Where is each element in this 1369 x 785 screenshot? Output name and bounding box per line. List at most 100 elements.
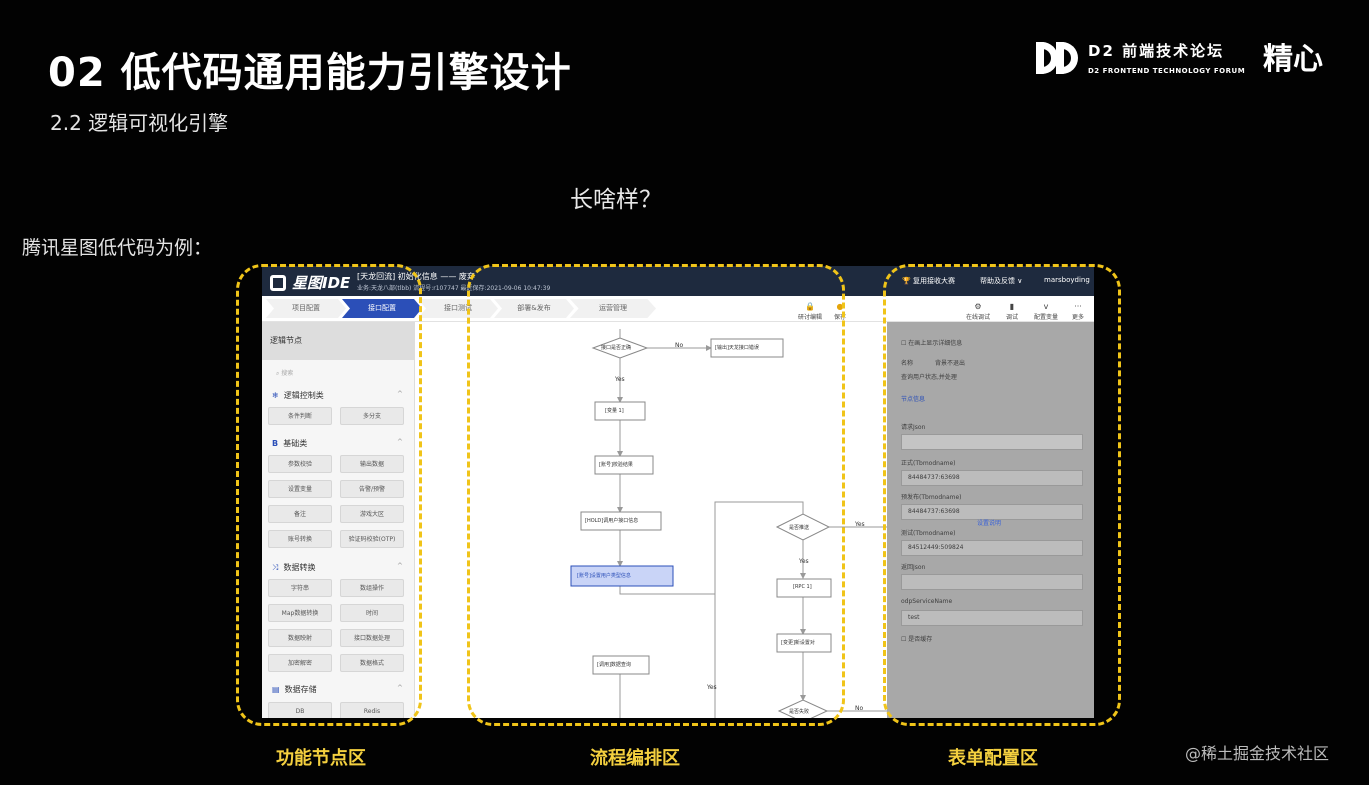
gear-icon: ⚙ [974,302,982,311]
example-text: 腾讯星图低代码为例： [22,237,213,259]
watermark: @稀土掘金技术社区 [1185,744,1330,763]
step-bar: 项目配置 接口配置 接口测试 部署&发布 运营管理 🔒研讨编辑 ●保存 ⚙在线调… [262,296,1094,322]
lock-icon: 🔒 [805,302,815,311]
zone-function-nodes [236,264,422,726]
settings-link[interactable]: 设置说明 [977,520,1002,527]
name-label: 名称 [901,360,914,367]
logic-icon: ❄ [272,391,279,400]
more-icon: ··· [1074,302,1082,311]
tab-node-info[interactable]: 节点信息 [901,396,926,403]
ide-screenshot: 星图IDE [天龙回流] 初始化信息 —— 废弃 业务:天龙八部(tlbb) 流… [262,266,1094,718]
flow-canvas[interactable]: 接口是否正确 No [输出]天龙接口错误 Yes [变量 1] [账号]校验结果… [415,322,887,718]
category-storage[interactable]: ▤ 数据存储 [272,685,317,694]
flow-decision-2 [775,513,831,541]
step-project[interactable]: 项目配置 [266,299,346,318]
flow-decision-3-label: 是否失败 [789,709,810,715]
node-time[interactable]: 时间 [340,604,404,622]
node-mapping[interactable]: 数据映射 [268,629,332,647]
node-crypto[interactable]: 加密解密 [268,654,332,672]
node-param-check[interactable]: 参数校验 [268,455,332,473]
node-array[interactable]: 数组操作 [340,579,404,597]
test-input[interactable]: 84512449:509824 [901,540,1083,556]
node-otp[interactable]: 验证码校验(OTP) [340,530,404,548]
step-test[interactable]: 接口测试 [418,299,498,318]
node-api-data[interactable]: 接口数据处理 [340,629,404,647]
flow-box-6 [776,633,832,653]
response-json-input[interactable] [901,574,1083,590]
debug-tool[interactable]: ▮调试 [1006,302,1019,321]
node-branch[interactable]: 多分支 [340,407,404,425]
flow-no-label: No [675,342,684,349]
show-detail-toggle[interactable]: ☐ 在画上显示详细信息 [901,340,963,347]
category-transform[interactable]: ⤨ 数据转换 [272,563,316,572]
cube-icon [270,274,286,291]
flow-box-right-label: [输出]天龙接口错误 [715,345,759,351]
flow-box-2-label: [账号]校验结果 [599,462,633,468]
chevron-up-icon[interactable]: ^ [397,562,403,570]
category-basic[interactable]: B 基础类 [272,439,308,448]
node-comment[interactable]: 备注 [268,505,332,523]
node-account[interactable]: 账号转换 [268,530,332,548]
database-icon: ▤ [272,685,280,694]
zone-label-right: 表单配置区 [948,748,1038,769]
help-menu[interactable]: 帮助及反馈 ∨ [980,277,1023,285]
node-desc: 查询用户状态,并处理 [901,374,957,381]
flow-yes-label: Yes [615,376,625,383]
basic-icon: B [272,439,279,448]
category-logic[interactable]: ❄ 逻辑控制类 [272,391,324,400]
chevron-up-icon[interactable]: ^ [397,438,403,446]
debug-online-tool[interactable]: ⚙在线调试 [966,302,991,321]
d2-logo: D2 前端技术论坛 D2 FRONTEND TECHNOLOGY FORUM [1036,40,1245,75]
save-tool[interactable]: ●保存 [834,302,847,321]
step-ops[interactable]: 运营管理 [570,299,656,318]
zone-flow [467,264,845,726]
ide-logo[interactable]: 星图IDE [270,272,350,293]
project-meta: 业务:天龙八部(tlbb) 流程号:r107747 最近保存:2021-09-0… [357,285,551,292]
config-panel: ☐ 在画上显示详细信息 名称 背景不退出 查询用户状态,并处理 节点信息 请求J… [887,322,1094,718]
file-icon: ▮ [1009,302,1015,311]
flow-decision-1 [591,337,649,359]
user-menu[interactable]: marsboyding [1044,276,1090,284]
step-deploy[interactable]: 部署&发布 [494,299,574,318]
more-tool[interactable]: ···更多 [1072,302,1085,321]
slide-subtitle: 2.2 逻辑可视化引擎 [50,111,229,135]
prod-label: 正式(Tbmodname) [901,460,956,467]
flow-box-3-label: [HOLD]调用户接口信息 [585,518,639,524]
flow-box-2 [594,455,654,475]
cache-checkbox[interactable]: ☐ 是否缓存 [901,636,933,643]
d2-logo-icon [1036,41,1078,74]
flow-box-1 [594,401,646,421]
node-panel: 逻辑节点 ⌕ 搜索 ❄ 逻辑控制类 ^ 条件判断 多分支 B 基础类 ^ 参数校… [262,322,415,718]
node-game-zone[interactable]: 游戏大区 [340,505,404,523]
node-alert[interactable]: 告警/预警 [340,480,404,498]
edit-tool[interactable]: 🔒研讨编辑 [798,302,823,321]
node-format[interactable]: 数据格式 [340,654,404,672]
pre-input[interactable]: 84484737:63698 [901,504,1083,520]
request-json-input[interactable] [901,434,1083,450]
node-db[interactable]: DB [268,702,332,718]
node-output[interactable]: 输出数据 [340,455,404,473]
flow-box-right [710,338,784,358]
test-label: 测试(Tbmodname) [901,530,956,537]
flow-svg [570,329,887,718]
step-interface[interactable]: 接口配置 [342,299,422,318]
chevron-up-icon[interactable]: ^ [397,390,403,398]
v-icon: v [1043,302,1049,311]
node-map[interactable]: Map数据转换 [268,604,332,622]
question-text: 长啥样？ [570,187,662,213]
node-condition[interactable]: 条件判断 [268,407,332,425]
service-name-input[interactable]: test [901,610,1083,626]
node-string[interactable]: 字符串 [268,579,332,597]
node-set-var[interactable]: 设置变量 [268,480,332,498]
chevron-up-icon[interactable]: ^ [397,684,403,692]
flow-box-4 [570,565,674,587]
prod-input[interactable]: 84484737:63698 [901,470,1083,486]
shuffle-icon: ⤨ [272,563,279,572]
flow-box-1-label: [变量 1] [605,408,624,414]
save-icon: ● [836,302,844,311]
zone-form-config [883,264,1121,726]
flow-yes-label-4: Yes [707,684,717,691]
node-search-input[interactable]: ⌕ 搜索 [276,370,294,377]
